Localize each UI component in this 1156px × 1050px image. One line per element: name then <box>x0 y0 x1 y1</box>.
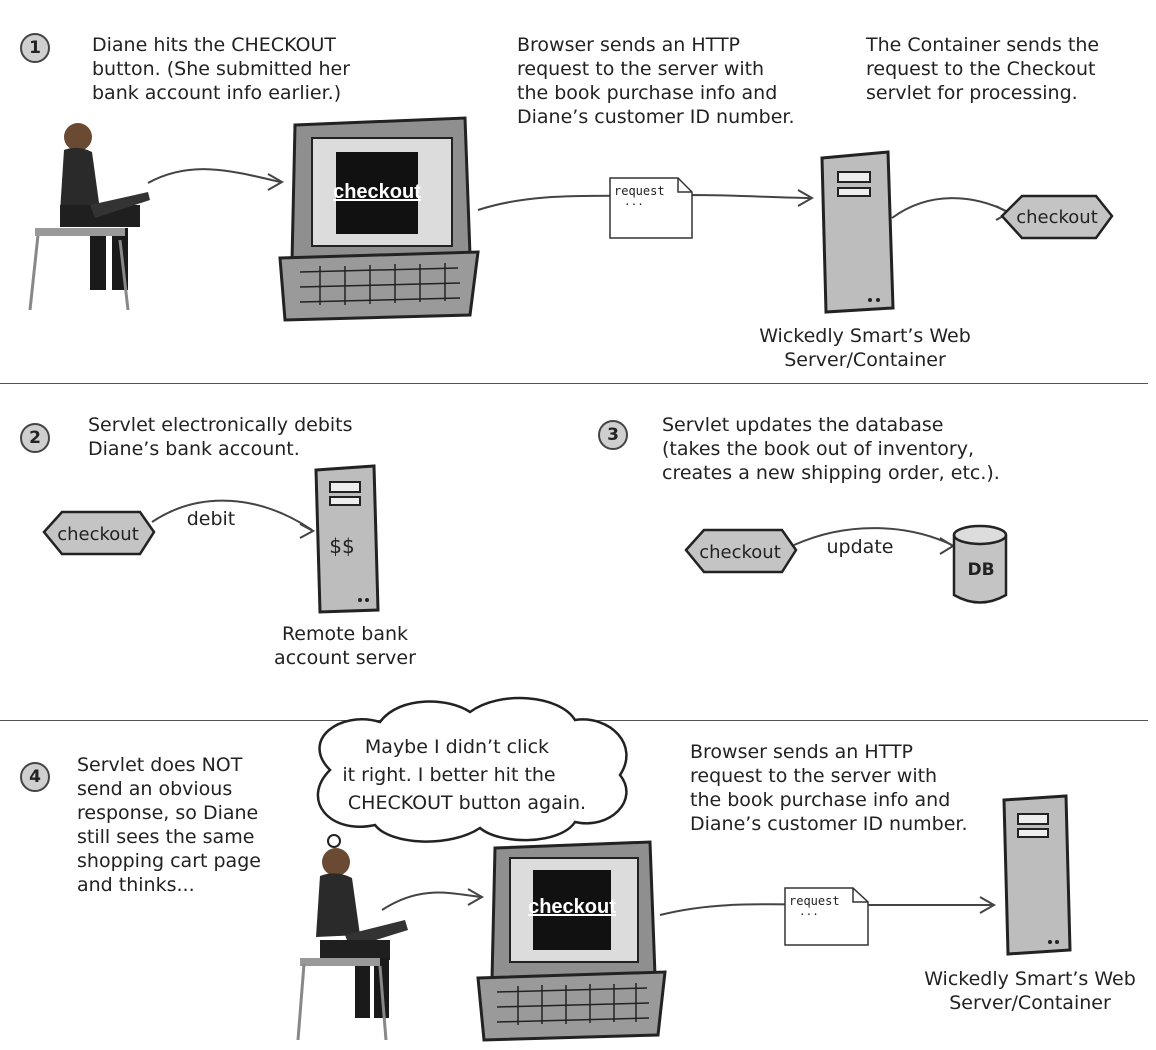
servlet-3: checkout <box>684 528 798 574</box>
step-4-number: 4 <box>20 762 50 792</box>
web-server-2 <box>1002 794 1072 956</box>
step-4-browser-text: Browser sends an HTTP request to the ser… <box>690 741 968 835</box>
request-label-2: request <box>789 894 840 908</box>
diane-figure-2 <box>296 848 408 1041</box>
step-4-text: Servlet does NOT send an obvious respons… <box>77 754 261 896</box>
thought-text: Maybe I didn’t click it right. I better … <box>342 736 586 814</box>
bank-server-mark: $$ <box>329 534 354 558</box>
servlet-label-1: checkout <box>1016 207 1098 228</box>
divider-1 <box>0 383 1148 384</box>
step-2-text: Servlet electronically debits Diane’s ba… <box>88 414 353 460</box>
request-label-1: request <box>614 184 665 198</box>
servlet-label-2: checkout <box>57 524 139 545</box>
servlet-1: checkout <box>1000 194 1114 240</box>
database: DB <box>952 524 1008 604</box>
computer-2: checkout <box>476 840 667 1042</box>
step-4-screen-label: checkout <box>528 896 616 918</box>
thought-bubble: Maybe I didn’t click it right. I better … <box>316 696 628 865</box>
step-4-server-label: Wickedly Smart’s Web Server/Container <box>924 968 1136 1014</box>
thought-line-1: Maybe I didn’t click <box>365 736 549 758</box>
web-server-1 <box>820 150 895 314</box>
step-1-screen-label: checkout <box>333 181 421 203</box>
step-3-number: 3 <box>598 420 628 450</box>
request-note-1: request ... <box>609 177 693 239</box>
update-label: update <box>827 536 894 558</box>
servlet-label-3: checkout <box>699 542 781 563</box>
thought-line-3: CHECKOUT button again. <box>348 792 586 814</box>
request-dots-2: ... <box>799 905 819 918</box>
db-label: DB <box>967 560 994 580</box>
step-1-illustration: checkout request ... <box>28 116 1114 322</box>
thought-line-2: it right. I better hit the <box>342 764 555 786</box>
step-1-browser-text: Browser sends an HTTP request to the ser… <box>517 34 795 128</box>
step-2-server-label: Remote bank account server <box>274 623 416 669</box>
step-1-diane-text: Diane hits the CHECKOUT button. (She sub… <box>92 34 351 104</box>
step-3-text: Servlet updates the database (takes the … <box>662 414 1000 484</box>
servlet-2: checkout <box>42 510 156 556</box>
debit-label: debit <box>187 508 236 530</box>
step-1-container-text: The Container sends the request to the C… <box>866 34 1100 104</box>
diane-figure <box>28 123 150 311</box>
request-note-2: request ... <box>784 887 869 946</box>
step-1-server-label: Wickedly Smart’s Web Server/Container <box>759 325 971 371</box>
step-2-number: 2 <box>20 423 50 453</box>
request-dots-1: ... <box>624 195 644 208</box>
computer-1: checkout <box>278 116 480 322</box>
bank-server: $$ <box>314 464 380 614</box>
step-1-number: 1 <box>20 33 50 63</box>
